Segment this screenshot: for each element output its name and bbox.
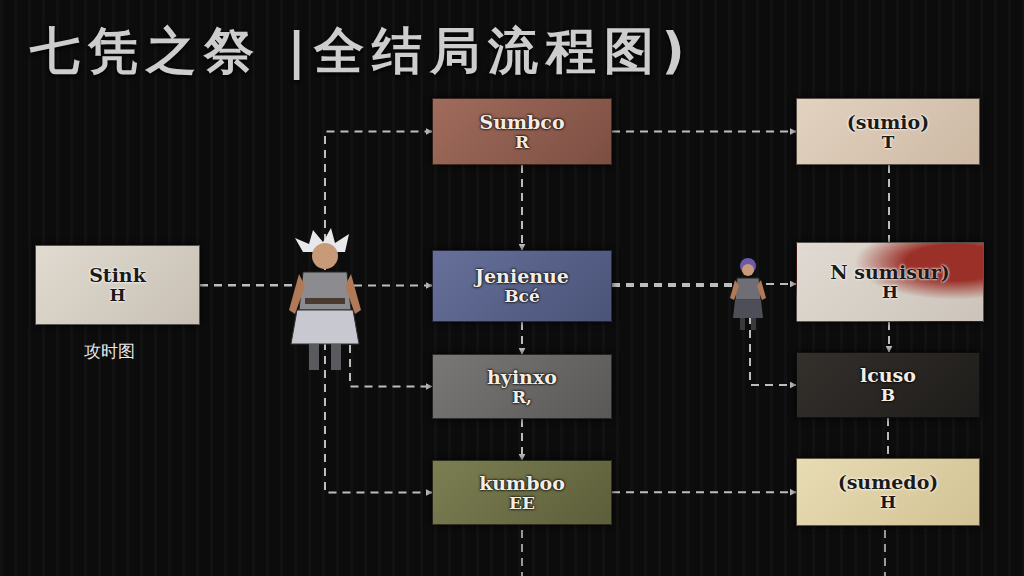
ending-code: R bbox=[515, 133, 529, 152]
ending-code: H bbox=[109, 286, 125, 305]
ending-name: Jenienue bbox=[475, 266, 569, 287]
ending-code: R, bbox=[512, 388, 532, 407]
ending-name: lcuso bbox=[860, 365, 916, 386]
ending-code: EE bbox=[509, 494, 535, 513]
ending-box: kumbooEE bbox=[432, 460, 612, 525]
ending-name: (sumio) bbox=[847, 112, 930, 133]
small-figure bbox=[730, 258, 766, 330]
ending-code: H bbox=[880, 493, 896, 512]
ending-box: N sumisur)H bbox=[796, 242, 984, 322]
flow-connector bbox=[612, 491, 796, 493]
ending-code: H bbox=[882, 283, 898, 302]
ending-code: T bbox=[882, 133, 895, 152]
ending-name: N sumisur) bbox=[830, 262, 949, 283]
ending-box: lcusoB bbox=[796, 352, 980, 418]
flow-connector bbox=[612, 283, 796, 285]
ending-name: Sumbco bbox=[479, 112, 564, 133]
diagram-title: 七凭之祭 |全结局流程图) bbox=[30, 18, 693, 85]
hero-figure bbox=[289, 228, 361, 370]
ending-box: (sumedo)H bbox=[796, 458, 980, 526]
flow-connector bbox=[200, 285, 432, 387]
ending-box: SumbcoR bbox=[432, 98, 612, 165]
ending-name: hyinxo bbox=[487, 367, 557, 388]
ending-code: Bcé bbox=[504, 287, 540, 306]
ending-box: StinkH bbox=[35, 245, 200, 325]
flow-connector bbox=[521, 419, 523, 460]
ending-box: JenienueBcé bbox=[432, 250, 612, 322]
ending-name: kumboo bbox=[479, 473, 565, 494]
caption-label: 攻时图 bbox=[84, 340, 135, 363]
flow-connector bbox=[521, 165, 523, 250]
flow-connector bbox=[200, 132, 432, 286]
flow-connector bbox=[200, 285, 432, 493]
flow-connector bbox=[888, 165, 890, 242]
flow-connector bbox=[887, 418, 889, 458]
ending-code: B bbox=[881, 386, 895, 405]
flow-connector bbox=[612, 286, 796, 385]
ending-box: hyinxoR, bbox=[432, 354, 612, 419]
flow-connector bbox=[612, 131, 796, 133]
ending-name: Stink bbox=[89, 265, 146, 286]
flow-connector bbox=[888, 322, 890, 352]
flow-connector bbox=[521, 322, 523, 354]
trailing-line bbox=[522, 530, 885, 576]
ending-box: (sumio)T bbox=[796, 98, 980, 165]
ending-name: (sumedo) bbox=[838, 472, 939, 493]
